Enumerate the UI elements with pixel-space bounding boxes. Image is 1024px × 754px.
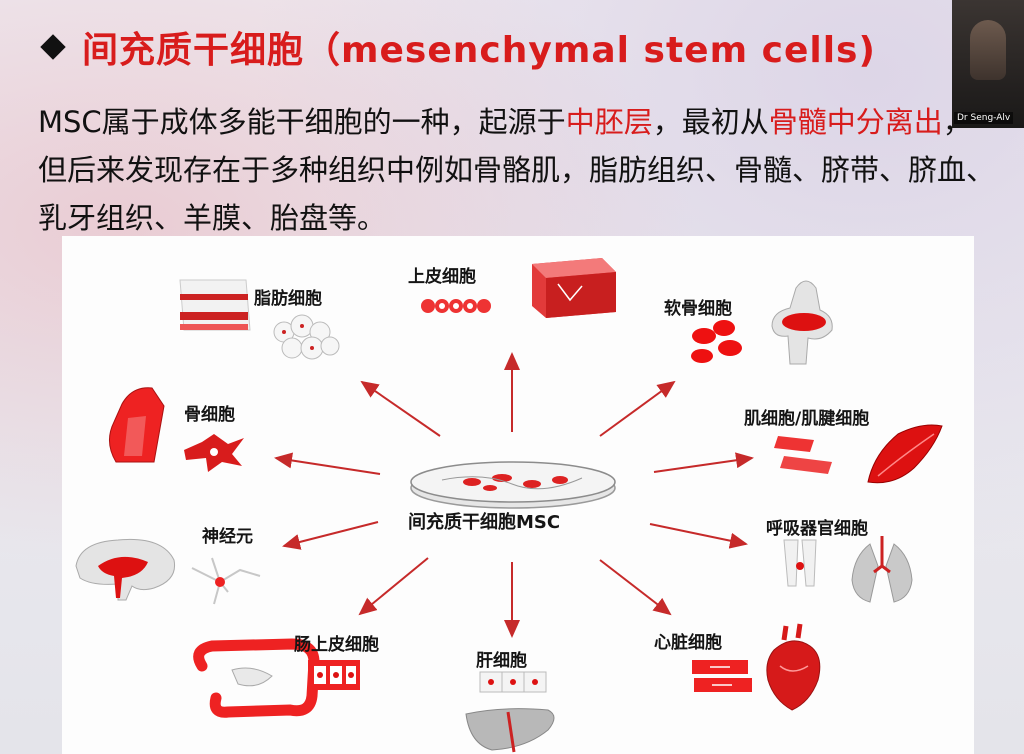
- arrow-myocyte: [653, 452, 754, 473]
- paragraph-highlight-bone-marrow: 骨髓中分离出: [768, 105, 943, 139]
- paragraph-highlight-mesoderm: 中胚层: [565, 105, 653, 139]
- arrows: [274, 352, 754, 638]
- label-osteocyte: 骨细胞: [184, 405, 235, 425]
- webcam-overlay: Dr Seng-Alv: [952, 0, 1024, 128]
- adipocyte-icon: [179, 279, 340, 360]
- label-chondrocyte: 软骨细胞: [664, 299, 732, 319]
- label-respiratory: 呼吸器官细胞: [766, 519, 868, 539]
- arrow-cardiac: [599, 559, 672, 616]
- paragraph-text-1: MSC属于成体多能干细胞的一种，起源于: [38, 105, 566, 139]
- label-cardiac: 心脏细胞: [654, 633, 722, 653]
- hepatocyte-icon: [465, 671, 555, 753]
- respiratory-icon: [783, 536, 913, 603]
- arrow-respiratory: [649, 523, 748, 549]
- arrow-osteocyte: [274, 452, 381, 475]
- label-epithelial: 上皮细胞: [408, 267, 476, 287]
- differentiation-diagram: 脂肪细胞 上皮细胞 软骨细胞 骨细胞 肌细胞/肌腱细胞 神经元 呼吸器官细胞 肠…: [62, 236, 974, 754]
- petri-dish-icon: [410, 461, 616, 509]
- arrow-neuron: [282, 521, 379, 550]
- slide-title: 间充质干细胞（mesenchymal stem cells): [36, 22, 876, 72]
- slide-title-text: 间充质干细胞（mesenchymal stem cells): [82, 30, 876, 71]
- label-myocyte: 肌细胞/肌腱细胞: [744, 409, 870, 429]
- neuron-icon: [75, 538, 261, 605]
- label-neuron: 神经元: [202, 527, 253, 547]
- label-center-msc: 间充质干细胞MSC: [408, 512, 561, 533]
- chondrocyte-icon: [691, 280, 833, 365]
- label-hepatocyte: 肝细胞: [476, 651, 527, 671]
- presenter-name: Dr Seng-Alv: [954, 112, 1014, 124]
- presenter-video: [970, 20, 1006, 80]
- myocyte-icon: [774, 424, 943, 484]
- diagram-graphics: [75, 258, 943, 753]
- arrow-intestinal: [358, 557, 429, 616]
- intestinal-icon: [193, 638, 360, 718]
- diamond-bullet-icon: [40, 34, 66, 60]
- slide-paragraph: MSC属于成体多能干细胞的一种，起源于中胚层，最初从骨髓中分离出，但后来发现存在…: [38, 98, 996, 242]
- osteocyte-icon: [109, 387, 244, 472]
- label-intestinal: 肠上皮细胞: [294, 635, 379, 655]
- label-adipocyte: 脂肪细胞: [254, 289, 322, 309]
- cardiac-icon: [692, 623, 821, 711]
- paragraph-text-2: ，最初从: [652, 105, 769, 139]
- arrow-adipocyte: [360, 380, 441, 437]
- arrow-chondrocyte: [599, 380, 676, 437]
- epithelial-icon: [421, 258, 616, 318]
